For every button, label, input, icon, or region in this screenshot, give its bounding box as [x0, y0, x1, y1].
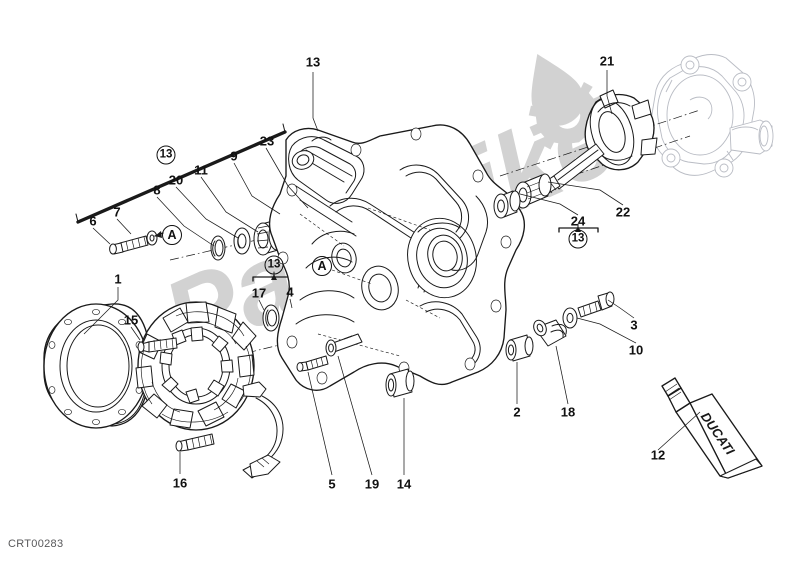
seal-17: [262, 304, 280, 332]
stator-screw-16: [175, 433, 215, 452]
callout-c1: 1: [114, 271, 122, 287]
callout-cA-2: A: [312, 256, 332, 276]
callout-c9: 9: [230, 148, 238, 164]
callout-c16: 16: [172, 475, 188, 491]
alternator-cover-casting: [268, 124, 526, 391]
water-pump-cover-ghost: [650, 54, 774, 178]
bolt-3: [577, 291, 615, 318]
callout-c18: 18: [560, 404, 576, 420]
callout-c7: 7: [113, 204, 121, 220]
section-arrow-a1: [154, 231, 164, 238]
bolt-5: [296, 355, 329, 372]
callout-c12: 12: [650, 447, 666, 463]
dowel-2: [505, 334, 534, 362]
callout-c10: 10: [628, 342, 644, 358]
callout-c13-circ-c: 13: [568, 229, 588, 249]
callout-c22: 22: [615, 204, 631, 220]
callout-c23: 23: [259, 133, 275, 149]
seal-8: [210, 235, 226, 261]
callout-c5: 5: [328, 476, 336, 492]
callout-c20: 20: [168, 172, 184, 188]
drawing-part-number: CRT00283: [8, 538, 64, 550]
callout-c4: 4: [286, 284, 294, 300]
callout-c2: 2: [513, 404, 521, 420]
callout-c14: 14: [396, 476, 412, 492]
callout-c8: 8: [153, 182, 161, 198]
wire-clamp-18: [533, 319, 567, 347]
callout-c19: 19: [364, 476, 380, 492]
callout-c13-circ-b: 13: [264, 255, 284, 275]
dowel-14: [385, 368, 415, 398]
callout-c11: 11: [194, 162, 208, 178]
alternator-rotor: [43, 303, 151, 429]
wire-clamp-19: [325, 333, 363, 357]
callout-c17: 17: [251, 285, 267, 301]
callout-cA-1: A: [162, 225, 182, 245]
washer-20: [233, 227, 251, 255]
gasket-edge-13: [75, 123, 287, 224]
stator-screw-15: [137, 337, 178, 353]
leader-lines: [83, 70, 701, 476]
callout-c3: 3: [630, 317, 638, 333]
seal-24b: [493, 190, 521, 219]
callout-c15: 15: [123, 312, 139, 328]
alternator-stator: [135, 301, 284, 479]
sealant-tube-12: DUCATI: [661, 377, 763, 479]
water-pump-impeller-21: [584, 89, 658, 171]
callout-c13-circ-a: 13: [156, 145, 176, 165]
callout-c6: 6: [89, 213, 97, 229]
callout-c21: 21: [599, 53, 615, 69]
washer-10: [562, 307, 578, 329]
callout-c24: 24: [570, 213, 586, 229]
callout-c13-top: 13: [305, 54, 321, 70]
bolt-6-washer-7: [109, 230, 158, 255]
